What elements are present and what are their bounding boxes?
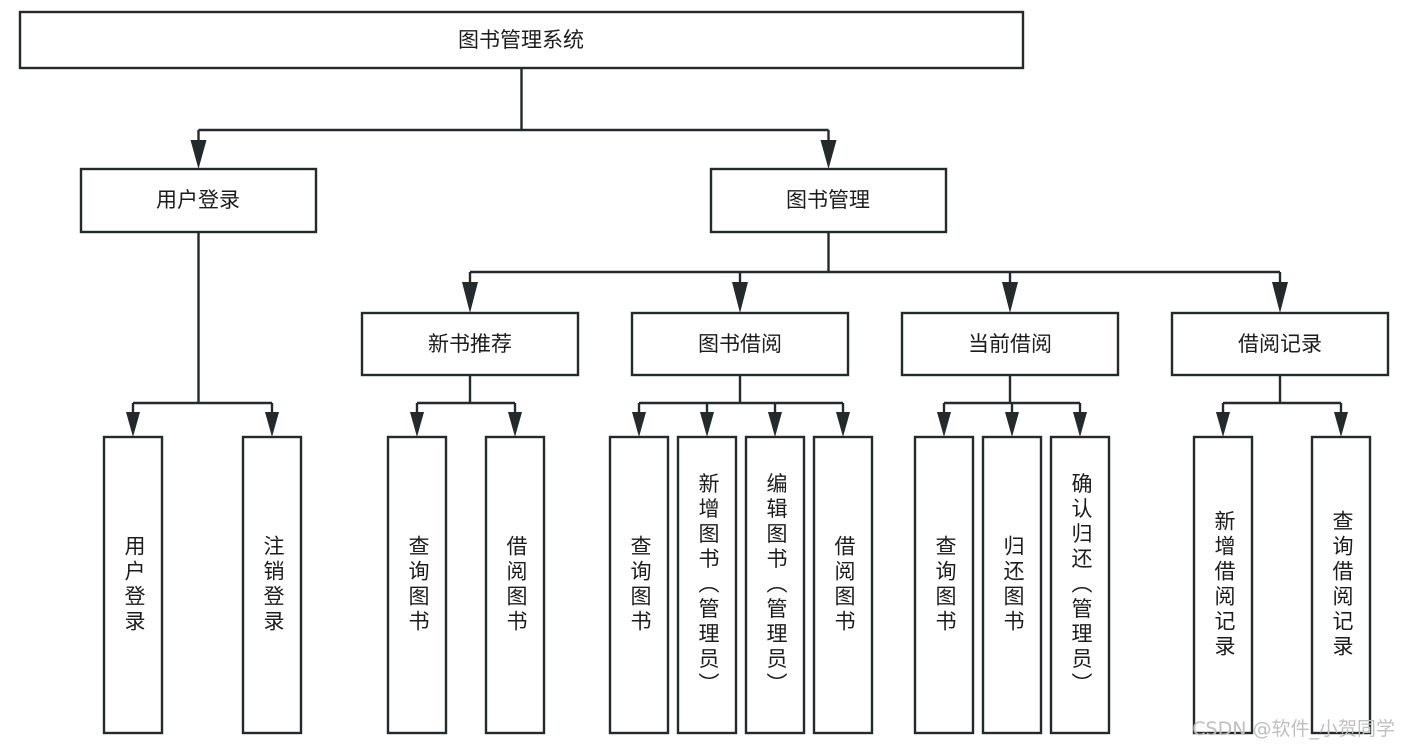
connector-borrowrecord-to-leaves xyxy=(1216,375,1348,437)
arrow-head-icon xyxy=(1216,412,1230,437)
connector-root-to-level2 xyxy=(190,68,837,169)
node-leaf-confirm-return[interactable]: 确认归还（管理员） xyxy=(1049,435,1111,735)
node-box xyxy=(709,167,948,234)
arrow-head-icon xyxy=(700,412,714,437)
node-leaf-return-book[interactable]: 归还图书 xyxy=(981,435,1043,735)
arrow-head-icon xyxy=(126,412,140,437)
node-leaf-add-book[interactable]: 新增图书（管理员） xyxy=(676,435,738,735)
arrow-head-icon xyxy=(732,282,748,313)
node-root-system[interactable]: 图书管理系统 xyxy=(18,10,1025,70)
node-box xyxy=(913,435,975,735)
node-label: 查询图书 xyxy=(406,535,430,635)
connector-bookmanagement-to-level3 xyxy=(462,232,1288,313)
node-box xyxy=(386,435,448,735)
arrow-head-icon xyxy=(1272,282,1288,313)
arrow-head-icon xyxy=(1073,412,1087,437)
node-label: 新增图书（管理员） xyxy=(696,473,720,698)
node-box xyxy=(676,435,738,735)
node-label: 图书管理 xyxy=(786,188,870,212)
node-box xyxy=(744,435,806,735)
node-leaf-borrow-book-1[interactable]: 借阅图书 xyxy=(484,435,546,735)
node-label: 用户登录 xyxy=(122,535,146,635)
node-box xyxy=(1310,435,1372,735)
arrow-head-icon xyxy=(462,282,478,313)
node-box xyxy=(79,167,318,234)
node-label: 借阅记录 xyxy=(1238,332,1322,356)
arrow-head-icon xyxy=(410,412,424,437)
node-leaf-query-record[interactable]: 查询借阅记录 xyxy=(1310,435,1372,735)
node-label: 图书借阅 xyxy=(698,332,782,356)
node-leaf-edit-book[interactable]: 编辑图书（管理员） xyxy=(744,435,806,735)
connector-userlogin-to-leaves xyxy=(126,232,279,437)
connector-bookborrow-to-leaves xyxy=(632,375,850,437)
node-user-login[interactable]: 用户登录 xyxy=(79,167,318,234)
node-label: 确认归还（管理员） xyxy=(1069,473,1093,698)
node-borrow-record[interactable]: 借阅记录 xyxy=(1170,311,1390,377)
node-box xyxy=(241,435,303,735)
arrow-head-icon xyxy=(265,412,279,437)
node-label: 图书管理系统 xyxy=(458,28,584,52)
node-new-book-recommend[interactable]: 新书推荐 xyxy=(360,311,580,377)
node-leaf-query-book-3[interactable]: 查询图书 xyxy=(913,435,975,735)
node-book-management[interactable]: 图书管理 xyxy=(709,167,948,234)
node-box xyxy=(981,435,1043,735)
node-label: 新书推荐 xyxy=(428,332,512,356)
arrow-head-icon xyxy=(820,140,837,169)
node-box xyxy=(1170,311,1390,377)
arrow-head-icon xyxy=(1002,282,1018,313)
watermark-text: CSDN @软件_小贺同学 xyxy=(1192,718,1395,740)
node-label: 编辑图书（管理员） xyxy=(764,473,788,698)
node-leaf-query-book-2[interactable]: 查询图书 xyxy=(608,435,670,735)
node-box xyxy=(360,311,580,377)
node-label: 查询图书 xyxy=(628,535,652,635)
node-label: 查询图书 xyxy=(933,535,957,635)
node-book-borrow[interactable]: 图书借阅 xyxy=(630,311,850,377)
node-label: 查询借阅记录 xyxy=(1330,510,1354,660)
node-box xyxy=(608,435,670,735)
node-label: 用户登录 xyxy=(156,188,240,212)
arrow-head-icon xyxy=(190,140,207,169)
connector-currentborrow-to-leaves xyxy=(937,375,1087,437)
node-leaf-user-login[interactable]: 用户登录 xyxy=(102,435,164,735)
arrow-head-icon xyxy=(768,412,782,437)
node-label: 新增借阅记录 xyxy=(1212,510,1236,660)
arrow-head-icon xyxy=(1334,412,1348,437)
arrow-head-icon xyxy=(508,412,522,437)
arrow-head-icon xyxy=(1005,412,1019,437)
node-box xyxy=(1049,435,1111,735)
node-box xyxy=(812,435,874,735)
node-leaf-borrow-book-2[interactable]: 借阅图书 xyxy=(812,435,874,735)
node-box xyxy=(18,10,1025,70)
node-box xyxy=(1192,435,1254,735)
arrow-head-icon xyxy=(632,412,646,437)
connector-newbook-to-leaves xyxy=(410,375,522,437)
node-label: 归还图书 xyxy=(1001,535,1025,635)
arrow-head-icon xyxy=(836,412,850,437)
node-leaf-add-record[interactable]: 新增借阅记录 xyxy=(1192,435,1254,735)
node-label: 借阅图书 xyxy=(504,535,528,635)
node-box xyxy=(900,311,1120,377)
node-label: 注销登录 xyxy=(261,535,285,635)
node-box xyxy=(102,435,164,735)
node-leaf-logout-login[interactable]: 注销登录 xyxy=(241,435,303,735)
node-label: 借阅图书 xyxy=(832,535,856,635)
node-leaf-query-book-1[interactable]: 查询图书 xyxy=(386,435,448,735)
node-label: 当前借阅 xyxy=(968,332,1052,356)
node-current-borrow[interactable]: 当前借阅 xyxy=(900,311,1120,377)
arrow-head-icon xyxy=(937,412,951,437)
node-box xyxy=(484,435,546,735)
node-box xyxy=(630,311,850,377)
